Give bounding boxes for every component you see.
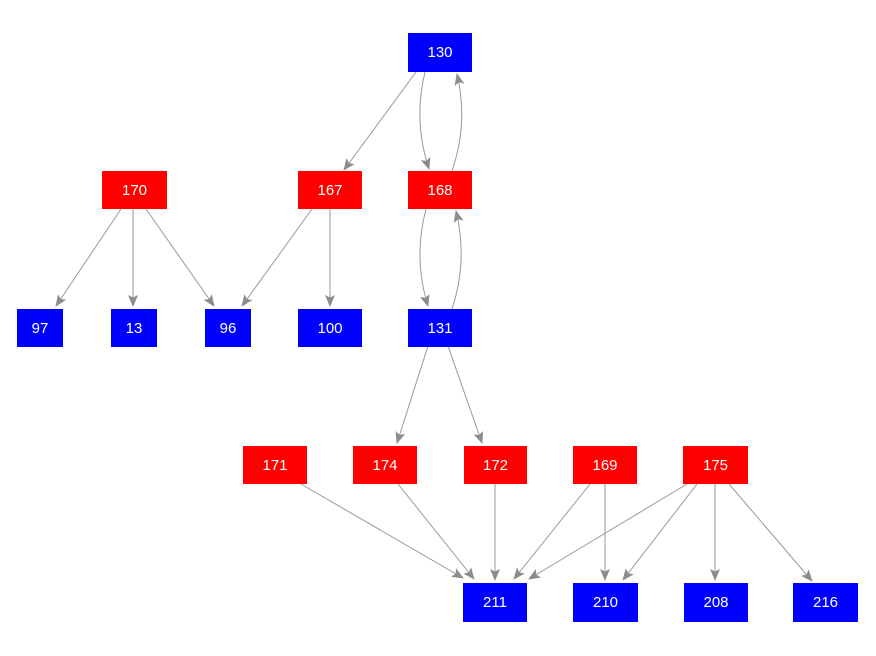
node-label: 216 (812, 594, 839, 611)
node-label: 130 (427, 44, 453, 61)
edge-131-174 (395, 345, 429, 444)
edge-174-211 (397, 483, 475, 580)
edge-131-168 (451, 210, 464, 310)
node-label: 171 (262, 456, 288, 474)
node-label: 210 (592, 594, 619, 611)
edge-175-211 (528, 483, 688, 580)
node-label: 174 (372, 456, 398, 474)
node-216: 216 (793, 583, 858, 622)
node-211: 211 (463, 583, 527, 622)
node-label: 13 (125, 319, 143, 337)
edge-168-131 (419, 208, 430, 307)
node-96: 96 (205, 309, 251, 347)
edge-175-216 (728, 483, 813, 582)
node-label: 100 (317, 319, 343, 337)
edge-169-211 (513, 483, 591, 580)
node-174: 174 (353, 446, 417, 484)
edge-130-168 (419, 71, 431, 170)
node-label: 168 (427, 181, 453, 199)
node-label: 167 (317, 181, 343, 199)
edge-175-210 (622, 483, 698, 581)
node-167: 167 (298, 171, 362, 209)
node-label: 97 (31, 319, 49, 337)
node-97: 97 (17, 309, 63, 347)
node-130: 130 (408, 33, 472, 72)
node-label: 172 (482, 456, 509, 474)
node-175: 175 (683, 446, 748, 484)
edge-171-211 (300, 483, 464, 579)
node-210: 210 (573, 583, 638, 622)
node-label: 211 (483, 594, 507, 611)
node-label: 175 (702, 456, 729, 474)
node-168: 168 (408, 171, 472, 209)
node-170: 170 (102, 171, 167, 209)
node-label: 96 (219, 319, 237, 337)
node-208: 208 (684, 583, 748, 622)
edge-168-130 (451, 73, 465, 172)
edge-130-167 (343, 71, 417, 171)
node-172: 172 (464, 446, 527, 484)
node-13: 13 (111, 309, 157, 347)
node-label: 169 (592, 456, 618, 474)
node-label: 208 (703, 594, 729, 611)
node-171: 171 (243, 446, 307, 484)
edge-170-96 (145, 208, 215, 307)
node-131: 131 (408, 309, 472, 347)
node-label: 170 (121, 181, 148, 199)
edge-170-97 (55, 208, 122, 307)
edge-167-96 (241, 208, 313, 307)
edge-131-172 (447, 345, 484, 444)
node-169: 169 (573, 446, 637, 484)
node-label: 131 (427, 319, 453, 337)
node-100: 100 (298, 309, 362, 347)
